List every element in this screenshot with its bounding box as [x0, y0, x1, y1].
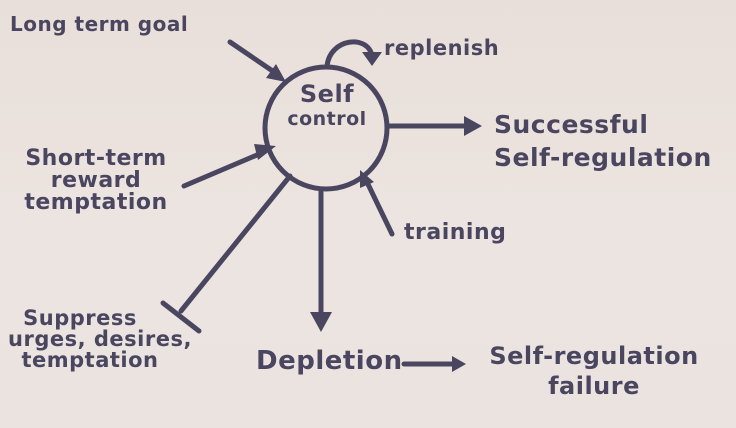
suppress-line1: Suppress	[23, 306, 137, 330]
short-term-arrowhead-icon	[254, 144, 276, 160]
success-arrowhead-icon	[464, 116, 482, 136]
depletion-arrowhead-icon	[310, 312, 332, 332]
suppress-line3: temptation	[21, 348, 159, 372]
suppress-line2: urges, desires,	[8, 327, 192, 351]
replenish-arrowhead-icon	[362, 52, 382, 66]
self-control-line1: Self	[299, 80, 355, 108]
success-label: Successful Self-regulation	[494, 112, 712, 170]
self-control-line2: control	[287, 108, 367, 130]
success-line1: Successful	[494, 110, 649, 139]
suppress-inhibit-line	[178, 173, 293, 314]
long-term-goal-arrow	[227, 39, 280, 77]
depletion-label: Depletion	[256, 346, 403, 376]
replenish-label: replenish	[384, 36, 500, 60]
failure-arrowhead-icon	[452, 356, 466, 372]
suppress-inhibit-bar	[160, 300, 202, 334]
short-term-arrow	[181, 149, 267, 189]
replenish-loop-arrow	[324, 39, 375, 69]
training-arrow	[363, 177, 395, 237]
self-control-node: Self control	[282, 82, 372, 129]
failure-label: Self-regulation failure	[484, 344, 704, 398]
failure-line2: failure	[548, 372, 640, 400]
training-label: training	[404, 220, 507, 245]
short-term-line1: Short-term	[25, 146, 167, 171]
long-term-goal-label: Long term goal	[10, 12, 189, 36]
long-term-goal-arrowhead-icon	[266, 64, 286, 82]
suppress-label: Suppress urges, desires, temptation	[2, 308, 198, 371]
short-term-line3: temptation	[24, 190, 168, 215]
training-arrowhead-icon	[360, 170, 374, 188]
short-term-label: Short-term reward temptation	[6, 148, 186, 214]
short-term-line2: reward	[50, 168, 142, 193]
success-line2: Self-regulation	[494, 143, 712, 172]
failure-line1: Self-regulation	[489, 342, 699, 370]
